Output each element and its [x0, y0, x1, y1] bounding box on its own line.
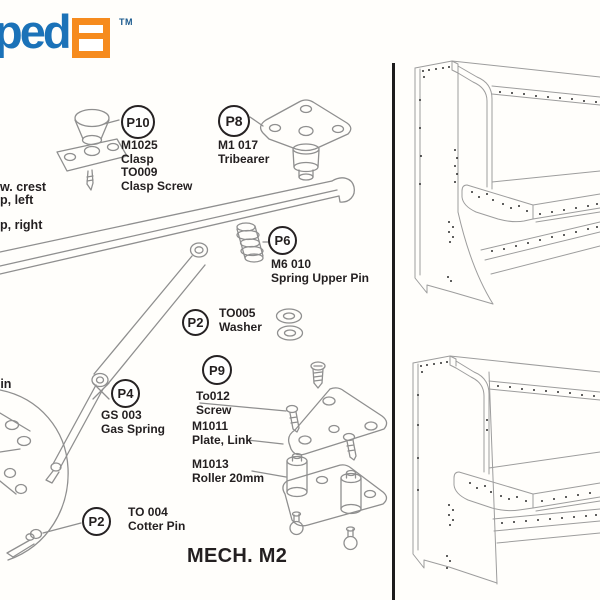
part-name: Clasp — [121, 151, 154, 166]
trademark-symbol: TM — [119, 17, 133, 27]
label-p4: GS 003 Gas Spring — [101, 408, 166, 436]
label-p9-roller: M1013 Roller 20mm — [192, 457, 265, 485]
part-code: To012 — [196, 389, 230, 403]
part-code: GS 003 — [101, 408, 142, 422]
vertical-divider — [392, 63, 395, 600]
edge-label-left: p, left — [0, 193, 34, 207]
crest-bar-drawing — [0, 177, 355, 275]
part-badge-p2-cotter: P2 — [82, 507, 111, 536]
label-p9-plate: M1011 Plate, Link — [192, 419, 253, 447]
label-p2-washer: TO005 Washer — [219, 306, 262, 334]
lower-bracket-drawing — [0, 389, 69, 561]
part-badge-p4: P4 — [111, 379, 140, 408]
clasp-drawing — [56, 108, 128, 191]
label-p2-cotter: TO 004 Cotter Pin — [128, 505, 186, 533]
part-name: Spring Upper Pin — [271, 270, 370, 285]
part-code: TO 004 — [128, 505, 168, 519]
part-badge-p2-washer: P2 — [182, 309, 209, 336]
part-name: Gas Spring — [101, 421, 166, 436]
part-code: M1 017 — [218, 138, 259, 152]
tribearer-drawing — [249, 99, 352, 181]
plate-link-assembly-drawing — [199, 361, 388, 551]
part-code: TO009 — [121, 165, 158, 179]
label-p9-screw: To012 Screw — [196, 389, 232, 417]
part-name: Roller 20mm — [192, 470, 265, 485]
part-name: Screw — [196, 402, 232, 417]
edge-label-right: p, right — [0, 218, 43, 232]
part-badge-p6: P6 — [268, 226, 297, 255]
part-name: Clasp Screw — [121, 178, 193, 193]
part-name: Cotter Pin — [128, 518, 186, 533]
cabinet-drawing-bottom — [412, 355, 600, 585]
part-code: M1025 — [121, 138, 158, 152]
gas-spring-drawing — [45, 242, 209, 484]
part-code: TO005 — [219, 306, 256, 320]
brand-logo: ped TM — [0, 0, 200, 75]
label-p8: M1 017 Tribearer — [218, 138, 270, 166]
part-code: M1011 — [192, 419, 229, 433]
cotter-pin-drawing — [6, 522, 82, 558]
part-badge-p8: P8 — [218, 105, 250, 137]
spring-upper-pin-drawing — [236, 222, 269, 263]
label-p6: M6 010 Spring Upper Pin — [271, 257, 370, 285]
part-code: M6 010 — [271, 257, 312, 271]
sheet-title: MECH. M2 — [187, 545, 288, 567]
bed-logo-icon — [72, 18, 110, 58]
edge-label-crest: w. crest — [0, 180, 47, 194]
part-code: M1013 — [192, 457, 229, 471]
cabinet-drawing-top — [414, 60, 600, 305]
washers-drawing — [275, 308, 304, 341]
label-p10: M1025 Clasp TO009 Clasp Screw — [121, 138, 193, 193]
part-badge-p10: P10 — [121, 105, 155, 139]
brand-wordmark: ped — [0, 5, 72, 58]
edge-label-pin: Pin — [0, 377, 12, 391]
bed-logo-bar — [79, 33, 103, 39]
part-name: Plate, Link — [192, 432, 253, 447]
part-name: Tribearer — [218, 151, 270, 166]
part-badge-p9: P9 — [202, 355, 232, 385]
part-name: Washer — [219, 319, 262, 334]
